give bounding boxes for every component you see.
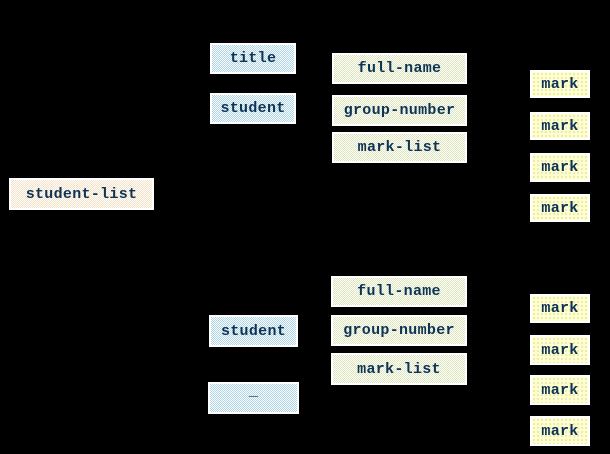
node-mark-7: mark <box>530 375 594 409</box>
node-placeholder: _ <box>208 382 303 418</box>
node-student-1: student <box>210 93 300 128</box>
node-group-number-1: group-number <box>332 95 471 130</box>
node-label-mark-3: mark <box>541 159 579 176</box>
node-mark-8: mark <box>530 416 594 450</box>
node-full-name-1: full-name <box>332 53 471 88</box>
node-mark-1: mark <box>530 70 594 102</box>
node-label-mark-8: mark <box>541 422 579 440</box>
node-label-full-name-2: full-name <box>357 283 441 300</box>
node-label-student-2: student <box>220 322 287 340</box>
node-label-mark-list-2: mark-list <box>357 360 441 378</box>
node-mark-5: mark <box>530 294 594 327</box>
node-label-student-list: student-list <box>25 185 138 203</box>
node-label-mark-6: mark <box>541 341 579 359</box>
node-label-placeholder: _ <box>248 382 259 400</box>
node-mark-list-2: mark-list <box>331 353 471 389</box>
node-title: title <box>210 43 300 78</box>
node-mark-4: mark <box>530 194 594 226</box>
node-label-student-1: student <box>220 100 286 117</box>
node-student-list: student-list <box>9 178 158 214</box>
node-mark-list-1: mark-list <box>332 132 471 167</box>
node-label-group-number-2: group-number <box>343 322 455 339</box>
node-label-title: title <box>229 50 277 67</box>
node-group-number-2: group-number <box>331 315 471 350</box>
node-full-name-2: full-name <box>331 276 471 311</box>
node-label-full-name-1: full-name <box>357 60 442 77</box>
node-mark-6: mark <box>530 335 594 369</box>
node-label-mark-list-1: mark-list <box>357 139 442 156</box>
node-label-group-number-1: group-number <box>343 102 456 119</box>
node-student-2: student <box>209 315 302 351</box>
node-label-mark-1: mark <box>541 75 579 93</box>
node-label-mark-2: mark <box>541 117 579 135</box>
node-label-mark-5: mark <box>541 300 579 317</box>
node-mark-3: mark <box>530 153 594 186</box>
node-mark-2: mark <box>530 112 594 144</box>
node-label-mark-4: mark <box>541 199 579 217</box>
node-label-mark-7: mark <box>541 381 579 399</box>
